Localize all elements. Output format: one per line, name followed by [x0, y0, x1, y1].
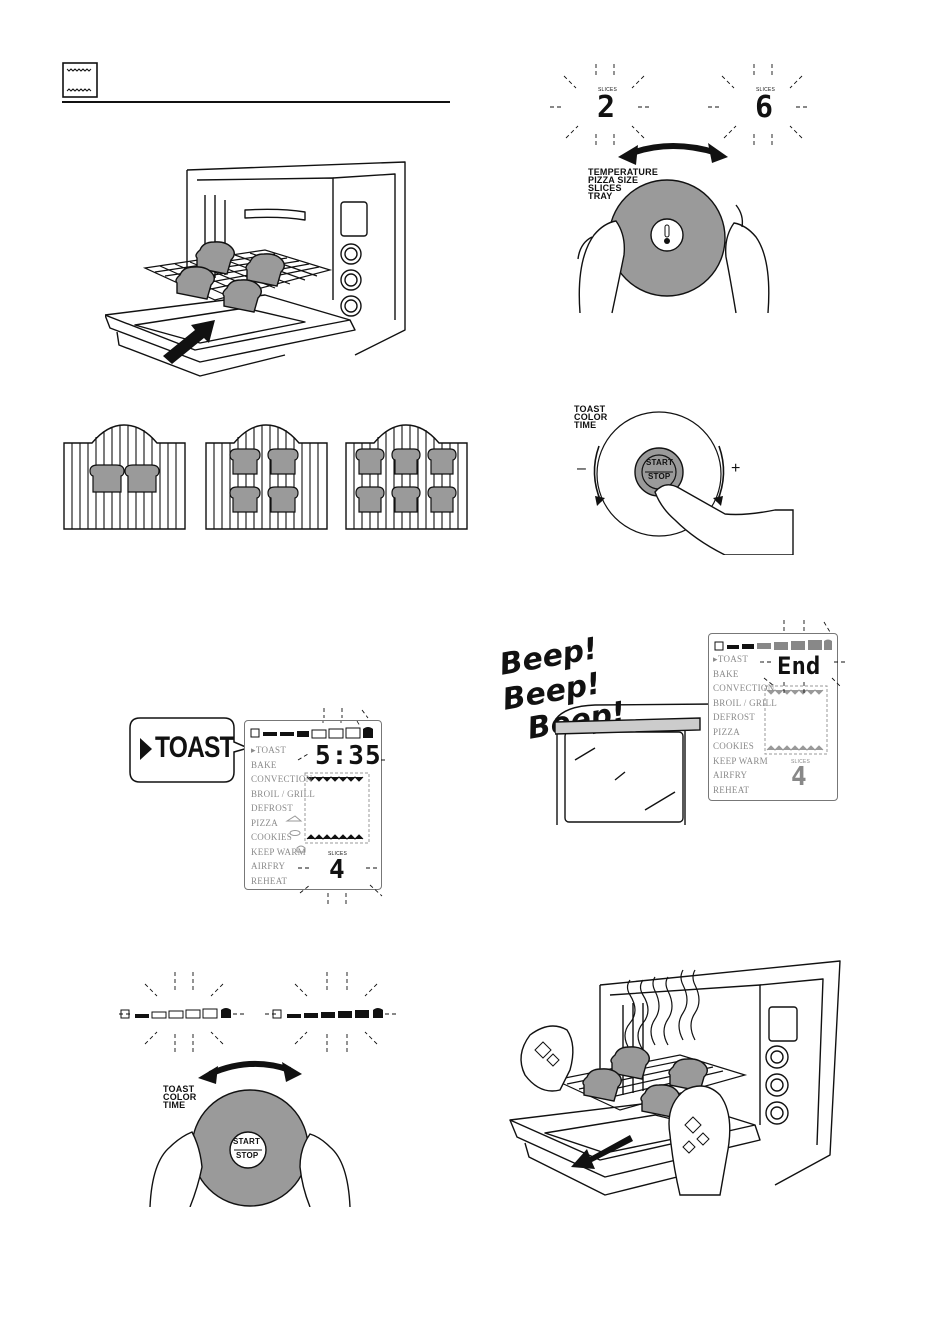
menu-item-airfry: AIRFRY [251, 861, 286, 871]
dial-label-toast-r: TOAST [574, 404, 606, 414]
slices-value: 4 [329, 855, 345, 885]
end-flash-rays [760, 620, 850, 700]
toast-dial-labels-right: TOAST COLOR TIME [574, 404, 608, 430]
end-menu-item-bake: BAKE [713, 668, 739, 679]
end-menu-item-keep-warm: KEEP WARM [713, 755, 768, 766]
slices-flash-indicators: SLICES 2 SLICES 6 [548, 62, 818, 152]
display-time: 5:35 [315, 741, 382, 771]
menu-item-pizza: PIZZA [251, 817, 278, 828]
menu-item-broil-grill: BROIL / GRILL [251, 788, 316, 799]
oven-beep-illustration [555, 700, 715, 825]
display-flash-rays [290, 708, 400, 908]
stop-label-press: STOP [648, 472, 671, 481]
temperature-dial-labels: TEMPERATURE PIZZA SIZE SLICES TRAY [588, 167, 659, 201]
oven-insert-illustration [105, 150, 425, 390]
end-menu-item-toast: ▸TOAST [713, 654, 749, 664]
dial-label-slices: SLICES [588, 183, 622, 193]
toast-mode-icon [62, 62, 98, 98]
menu-item-cookies: COOKIES [251, 832, 293, 842]
dial-label-temperature: TEMPERATURE [588, 167, 659, 177]
toast-dial-labels-bottom: TOAST COLOR TIME [163, 1084, 197, 1110]
toast-color-dial-illustration: START STOP [140, 1052, 360, 1207]
slices-option-6: 6 [755, 90, 774, 125]
oven-remove-toast-illustration [505, 955, 845, 1205]
end-menu-item-airfry: AIRFRY [713, 770, 748, 780]
menu-item-bake: BAKE [251, 759, 277, 770]
minus-sign: – [577, 460, 586, 477]
end-menu-item-convection: CONVECTION [713, 683, 775, 693]
rack-two-slices [62, 423, 187, 531]
start-label-press: START [646, 458, 674, 467]
dial-label-color: COLOR [163, 1092, 197, 1102]
dial-label-time: TIME [163, 1100, 186, 1110]
temperature-dial-illustration [572, 135, 782, 315]
end-slices-label: SLICES [791, 759, 810, 765]
dial-label-pizza-size: PIZZA SIZE [588, 175, 639, 185]
header-rule [62, 101, 450, 103]
dial-label-toast: TOAST [163, 1084, 195, 1094]
slices-label-6: SLICES [756, 87, 775, 93]
menu-item-keep-warm: KEEP WARM [251, 846, 306, 857]
slices-label: SLICES [328, 851, 347, 857]
menu-item-toast: ▸TOAST [251, 745, 287, 755]
display-end-text: End [777, 652, 821, 680]
slices-option-2: 2 [597, 90, 616, 125]
plus-sign: + [731, 460, 741, 477]
lcd-display-end: ▸TOAST BAKE CONVECTION BROIL / GRILL DEF… [708, 633, 838, 801]
toast-color-bars [115, 970, 405, 1060]
start-label-dial-left: START [233, 1137, 261, 1146]
end-menu-item-broil-grill: BROIL / GRILL [713, 697, 778, 708]
end-menu-item-pizza: PIZZA [713, 726, 740, 737]
lcd-display-toast: ▸TOAST BAKE CONVECTION BROIL / GRILL DEF… [244, 720, 382, 890]
start-stop-press-illustration: START STOP – + [575, 410, 795, 555]
end-menu-item-reheat: REHEAT [713, 784, 750, 795]
stop-label-dial-left: STOP [236, 1151, 259, 1160]
menu-item-convection: CONVECTION [251, 774, 313, 784]
rack-six-slices [344, 423, 469, 531]
end-display-menu-list: ▸TOAST BAKE CONVECTION BROIL / GRILL DEF… [713, 652, 777, 797]
end-slices-value: 4 [791, 762, 807, 792]
toast-callout-bubble: TOAST [128, 716, 250, 784]
menu-item-reheat: REHEAT [251, 875, 288, 886]
dial-label-color-r: COLOR [574, 412, 608, 422]
end-menu-item-cookies: COOKIES [713, 741, 755, 751]
dial-label-time-r: TIME [574, 420, 597, 430]
display-menu-list: ▸TOAST BAKE CONVECTION BROIL / GRILL DEF… [251, 743, 315, 888]
slices-label-2: SLICES [598, 87, 617, 93]
dial-label-tray: TRAY [588, 191, 613, 201]
rack-four-slices [204, 423, 329, 531]
menu-item-defrost: DEFROST [251, 803, 294, 813]
end-menu-item-defrost: DEFROST [713, 712, 756, 722]
toast-callout-label: TOAST [155, 731, 235, 764]
